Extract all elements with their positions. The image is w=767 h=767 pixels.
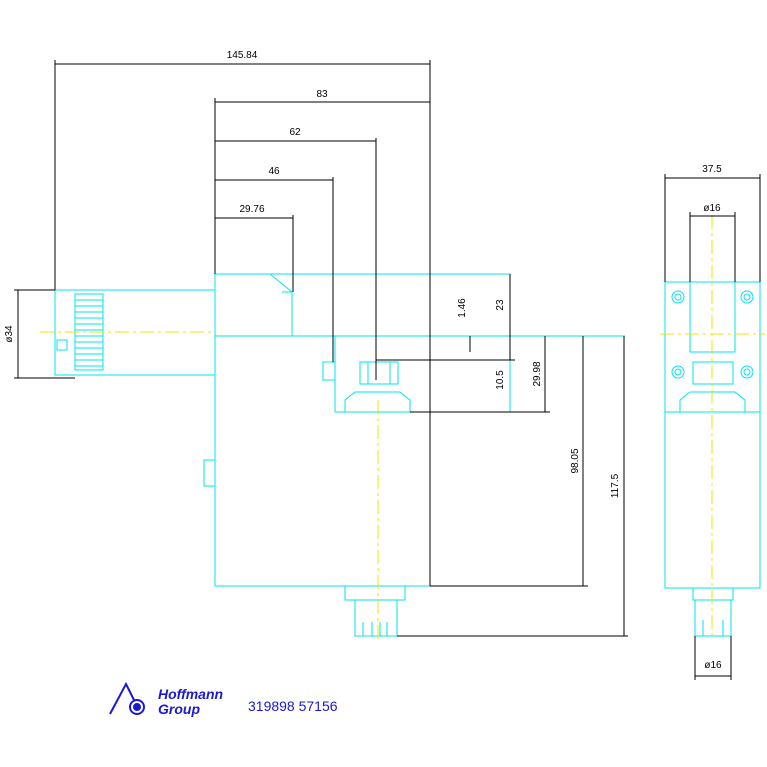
dim-46: 46	[268, 166, 280, 177]
dim-side-dia-bottom: ø16	[704, 660, 722, 671]
spindle-housing	[334, 335, 511, 413]
dim-side-dia-top: ø16	[703, 203, 721, 214]
dim-29-98: 29.98	[532, 361, 543, 386]
dim-side-width: 37.5	[702, 164, 722, 175]
part-number: 319898 57156	[248, 698, 338, 714]
dim-117-5: 117.5	[610, 473, 621, 498]
centerlines	[40, 215, 765, 640]
dim-overall-length: 145.84	[227, 50, 258, 61]
side-lug-upper	[322, 361, 336, 381]
logo-line1: Hoffmann	[158, 686, 223, 702]
dim-23: 23	[495, 299, 506, 311]
dim-62: 62	[289, 127, 301, 138]
logo-line2: Group	[158, 701, 200, 717]
dim-dia34: ø34	[4, 325, 15, 343]
shank-key	[56, 339, 68, 351]
dim-10-5: 10.5	[495, 370, 506, 390]
dim-83: 83	[316, 89, 328, 100]
brand-block: Hoffmann Group 319898 57156	[109, 681, 338, 717]
dim-29-76: 29.76	[239, 204, 264, 215]
side-lug-lower	[203, 459, 216, 487]
front-view-outline	[54, 273, 625, 637]
dim-1-46: 1.46	[457, 298, 468, 318]
dimension-lines	[14, 60, 761, 680]
hoffmann-logo-icon	[109, 681, 145, 715]
dim-98-05: 98.05	[570, 448, 581, 473]
dimension-labels: 145.84 83 62 46 29.76 ø34 1.46 23 10.5 2…	[4, 50, 722, 671]
